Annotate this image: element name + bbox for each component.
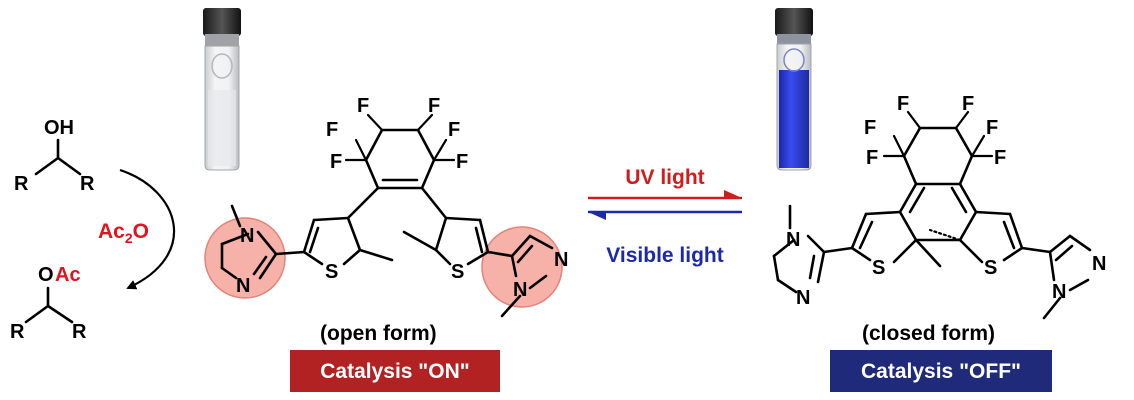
nitrogen-atom: N [236,275,250,297]
vial-open-form-photo [203,8,241,171]
photoswitch-arrows: UV light Visible light [588,166,742,267]
reactant-r1-label: R [14,173,29,195]
fluorine-atom: F [330,151,342,173]
vial-closed-form-photo [775,8,813,171]
closed-form-label: (closed form) [862,322,995,345]
nitrogen-atom: N [1092,253,1106,275]
imidazole-highlight-right [481,226,563,308]
fluorine-atom: F [994,147,1006,169]
fluorine-atom: F [448,119,460,141]
visible-light-label: Visible light [606,244,723,267]
fluorine-atom: F [357,95,369,117]
nitrogen-atom: N [240,225,254,247]
open-form-molecule: F F F F F F S N N S [204,95,568,318]
nitrogen-atom: N [513,279,527,301]
fluorine-atom: F [326,119,338,141]
catalysis-on-badge: Catalysis "ON" [290,350,500,392]
fluorine-atom: F [456,151,468,173]
fluorine-atom: F [866,147,878,169]
nitrogen-atom: N [554,249,568,271]
sulfur-atom: S [451,261,464,283]
nitrogen-atom: N [1052,281,1066,303]
open-form-label: (open form) [320,322,437,345]
nitrogen-atom: N [796,287,810,309]
catalysis-on-text: Catalysis "ON" [320,360,469,383]
catalysis-off-badge: Catalysis "OFF" [830,350,1052,392]
fluorine-atom: F [986,117,998,139]
sulfur-atom: S [325,261,338,283]
product-o-label: O [38,264,54,286]
catalysis-off-text: Catalysis "OFF" [861,360,1021,383]
uv-light-label: UV light [625,166,704,189]
product-r2-label: R [72,321,87,343]
sulfur-atom: S [984,257,997,279]
imidazole-highlight-left [204,217,286,299]
reagent-ac2o: Ac2O [98,220,149,246]
acylation-reaction: OH R R Ac2O O Ac R R [10,117,176,343]
fluorine-atom: F [962,93,974,115]
nitrogen-atom: N [786,229,800,251]
product-ac-label: Ac [55,264,81,286]
reactant-r2-label: R [80,173,95,195]
fluorine-atom: F [428,95,440,117]
sulfur-atom: S [872,257,885,279]
product-r1-label: R [10,321,25,343]
reactant-oh-label: OH [44,117,74,139]
fluorine-atom: F [897,93,909,115]
reaction-curved-arrow [119,168,176,290]
closed-form-molecule: F F F F F F S S [772,93,1106,320]
fluorine-atom: F [864,117,876,139]
